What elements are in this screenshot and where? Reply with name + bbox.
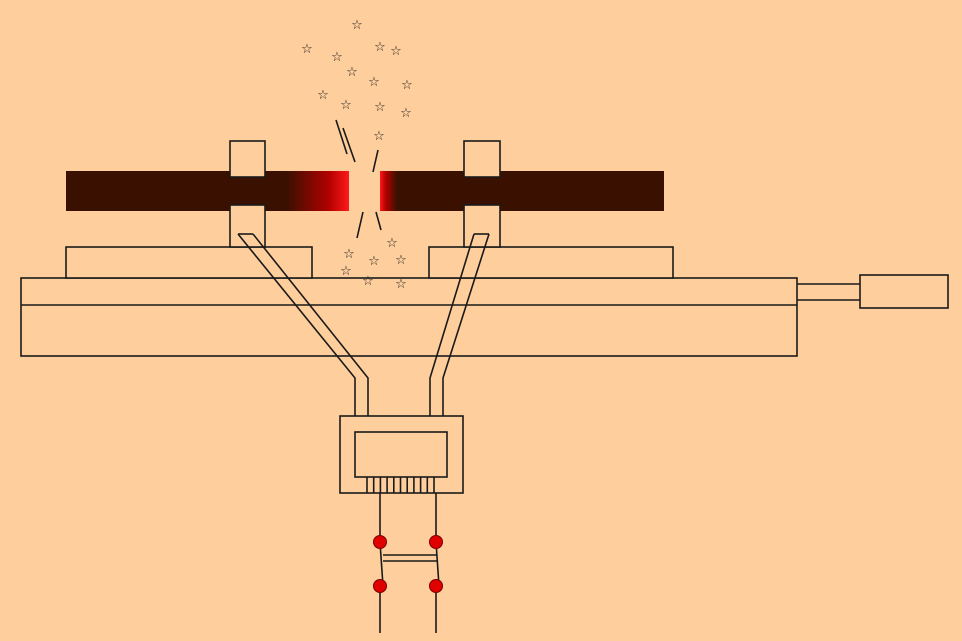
spark-icon: ☆ <box>346 65 358 80</box>
transformer <box>339 415 464 494</box>
workpiece-bar-left <box>66 171 349 211</box>
spark-icon: ☆ <box>301 42 313 57</box>
machine-bed <box>20 277 798 357</box>
power-switch <box>373 493 443 633</box>
spark-icon: ☆ <box>331 50 343 65</box>
terminal-top-right <box>429 535 443 549</box>
clamp-left <box>229 140 266 248</box>
spark-icon: ☆ <box>390 44 402 59</box>
spark-icon: ☆ <box>395 277 407 292</box>
side-actuator <box>797 274 949 309</box>
spark-icon: ☆ <box>368 254 380 269</box>
spark-icon: ☆ <box>373 129 385 144</box>
platen-left <box>65 246 313 279</box>
spark-icon: ☆ <box>362 274 374 289</box>
spark-icon: ☆ <box>374 40 386 55</box>
spark-icon: ☆ <box>317 88 329 103</box>
spark-icon: ☆ <box>386 236 398 251</box>
spark-icon: ☆ <box>401 78 413 93</box>
workpiece-bar-right <box>380 171 664 211</box>
spark-icon: ☆ <box>340 98 352 113</box>
spark-icon: ☆ <box>340 264 352 279</box>
spark-icon: ☆ <box>374 100 386 115</box>
conductor-right <box>429 233 490 416</box>
spark-icon: ☆ <box>343 247 355 262</box>
spark-icon: ☆ <box>395 253 407 268</box>
spark-streaks <box>335 119 382 239</box>
transformer-coil <box>366 477 435 493</box>
spark-icon: ☆ <box>368 75 380 90</box>
terminal-bottom-left <box>373 579 387 593</box>
spark-cloud: ☆☆☆☆☆☆☆☆☆☆☆☆☆☆☆☆☆☆☆☆ <box>301 18 413 292</box>
clamp-right <box>463 140 501 248</box>
platen-right <box>428 246 674 279</box>
spark-icon: ☆ <box>400 106 412 121</box>
conductor-left <box>237 233 369 416</box>
terminal-bottom-right <box>429 579 443 593</box>
terminal-top-left <box>373 535 387 549</box>
spark-icon: ☆ <box>351 18 363 33</box>
